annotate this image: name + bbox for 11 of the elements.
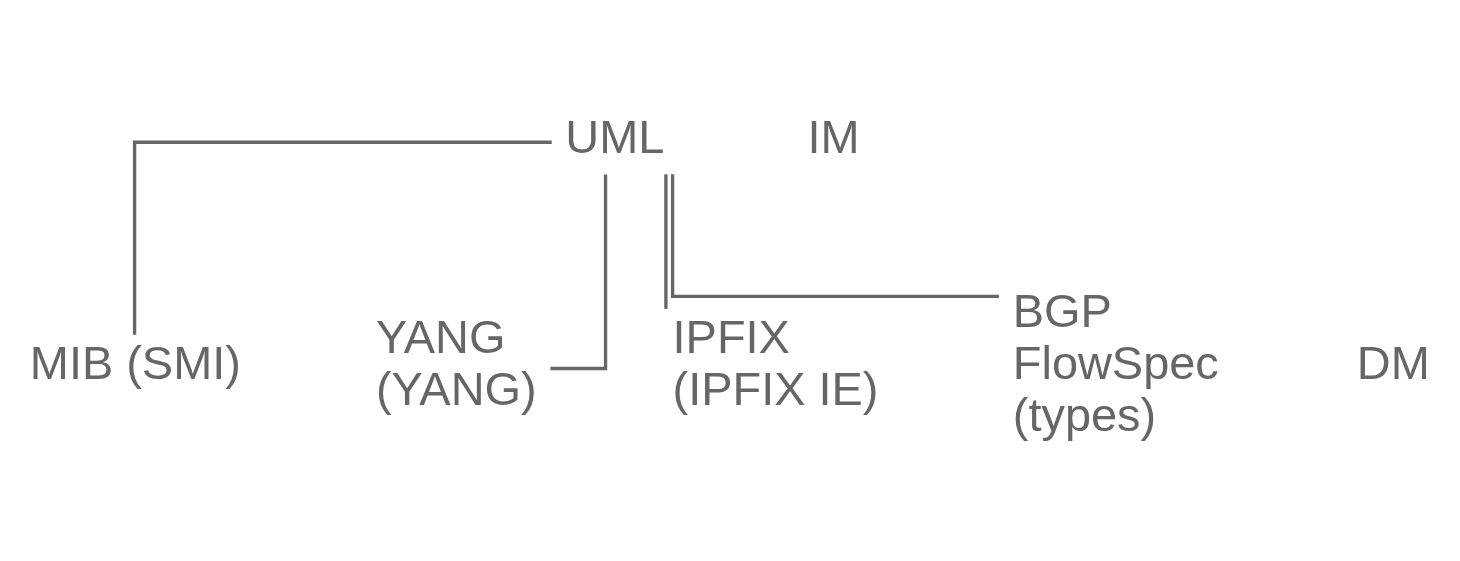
- node-text: BGP FlowSpec (types): [1012, 285, 1219, 442]
- connector: [664, 174, 668, 309]
- node-text: MIB (SMI): [29, 337, 241, 390]
- node-text: YANG (YANG): [375, 311, 537, 416]
- node-text: UML: [565, 110, 665, 163]
- connector: [550, 174, 608, 371]
- connector: [132, 140, 552, 335]
- label: DM: [1356, 337, 1430, 390]
- label: IM: [807, 110, 860, 163]
- connector: [670, 174, 999, 299]
- node-text: IPFIX (IPFIX IE): [672, 311, 879, 416]
